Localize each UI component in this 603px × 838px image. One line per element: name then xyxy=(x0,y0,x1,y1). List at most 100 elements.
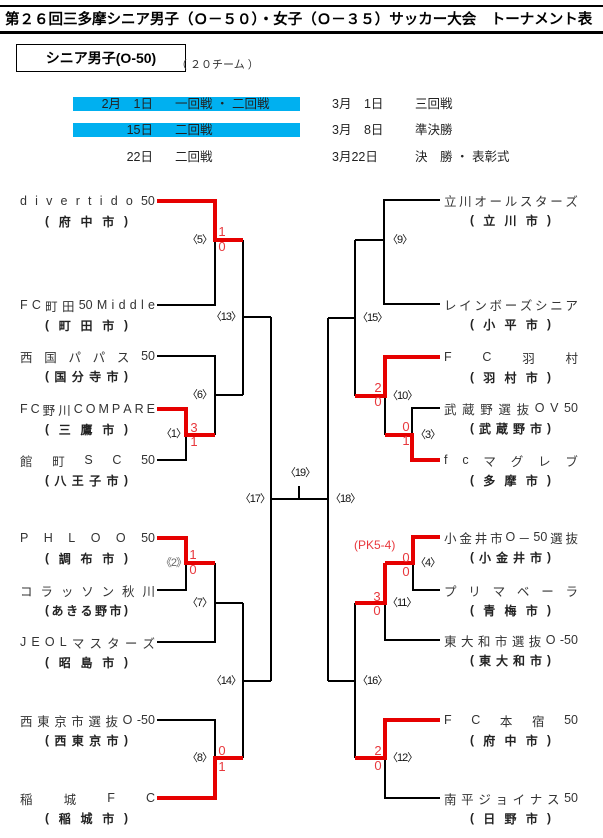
glyph: 大 xyxy=(460,634,474,649)
glyph: マ xyxy=(483,454,496,469)
glyph: ナ xyxy=(529,792,543,807)
glyph: ョ xyxy=(495,792,508,807)
glyph: 川 xyxy=(58,403,71,418)
bracket-line-m2-winner xyxy=(157,536,215,565)
match-label-8: 〈8〉 xyxy=(186,752,213,764)
glyph: 大 xyxy=(495,653,508,668)
score-m5-bottom: 0 xyxy=(218,239,226,254)
glyph: ル xyxy=(504,194,518,209)
glyph: d xyxy=(20,194,27,208)
glyph: 府 xyxy=(483,733,496,748)
glyph: 田 xyxy=(61,299,75,314)
glyph: 金 xyxy=(459,531,472,546)
glyph: 小 xyxy=(478,550,491,565)
glyph: 島 xyxy=(80,655,93,670)
glyph: タ xyxy=(107,636,120,651)
glyph: ズ xyxy=(519,298,533,313)
team-city: (八王子市) xyxy=(45,472,128,488)
score-m4-top: 0 xyxy=(402,550,410,565)
glyph: タ xyxy=(535,194,548,209)
glyph: 布 xyxy=(80,551,93,566)
glyph: O xyxy=(44,635,55,649)
glyph: パ xyxy=(92,350,106,365)
match-label-16: 〈16〉 xyxy=(357,675,388,687)
bracket-line-m11-loser xyxy=(384,603,440,641)
glyph: 50 xyxy=(141,349,155,363)
bracket-line-m13 xyxy=(242,240,271,395)
glyph: ン xyxy=(101,584,115,599)
match-label-6: 〈6〉 xyxy=(186,389,213,401)
glyph: 抜 xyxy=(105,714,118,729)
score-m1-bottom: 1 xyxy=(190,434,198,449)
schedule-highlight-bar xyxy=(73,123,300,137)
glyph: ) xyxy=(123,603,128,617)
glyph: ( xyxy=(45,551,49,565)
glyph: 市 xyxy=(102,214,115,229)
bracket-line-m1-loser xyxy=(157,435,187,461)
glyph: 50 xyxy=(533,530,548,544)
team-city: (町田市) xyxy=(45,317,128,333)
glyph: ジ xyxy=(478,792,491,807)
glyph: C xyxy=(112,453,122,467)
glyph: C xyxy=(145,791,155,805)
team-city: (あきる野市) xyxy=(45,602,128,618)
glyph: S xyxy=(84,453,93,467)
glyph: 市 xyxy=(109,603,122,618)
glyph: ( xyxy=(45,422,49,436)
glyph: 羽 xyxy=(483,370,496,385)
glyph: 摩 xyxy=(504,473,517,488)
glyph: 青 xyxy=(483,603,496,618)
bracket-line-m4-winner xyxy=(385,535,440,565)
glyph: マ xyxy=(492,584,506,599)
glyph: J xyxy=(20,635,27,649)
glyph: 選 xyxy=(550,531,563,546)
glyph: 稲 xyxy=(20,792,33,807)
glyph: H xyxy=(43,531,53,545)
match-label-17: 〈17〉 xyxy=(239,493,271,505)
match-label-3: 〈3〉 xyxy=(415,429,441,441)
glyph: ー xyxy=(489,194,503,209)
glyph: ) xyxy=(546,421,551,435)
glyph: 立 xyxy=(444,194,457,209)
bracket-line-m14 xyxy=(242,603,271,758)
bracket-line-m5-loser xyxy=(157,240,216,306)
glyph: C xyxy=(482,350,492,364)
team-city: (日野市) xyxy=(470,810,551,826)
team-city: (稲城市) xyxy=(45,810,128,826)
glyph: 京 xyxy=(89,733,102,748)
score-m11-bottom: 0 xyxy=(373,603,381,618)
glyph: 鷹 xyxy=(80,422,93,437)
glyph: L xyxy=(68,531,76,545)
glyph: 村 xyxy=(504,370,517,385)
glyph: き xyxy=(65,603,78,618)
glyph: レ xyxy=(444,298,457,313)
match-label-19-final: 〈19〉 xyxy=(284,467,316,479)
glyph: ) xyxy=(546,653,551,667)
glyph: 八 xyxy=(54,473,67,488)
glyph: 昭 xyxy=(58,655,71,670)
glyph: M xyxy=(96,298,108,312)
glyph: 川 xyxy=(142,584,155,599)
match-label-1: 〈1〉 xyxy=(160,428,187,440)
glyph: P xyxy=(20,531,29,545)
glyph: 50 xyxy=(564,713,578,727)
glyph: ( xyxy=(470,473,474,487)
glyph: M xyxy=(98,402,109,416)
glyph: 市 xyxy=(525,473,538,488)
glyph: イ xyxy=(459,298,472,313)
glyph: 市 xyxy=(490,531,503,546)
schedule-round: 準決勝 xyxy=(415,123,453,137)
team-city: (東大和市) xyxy=(470,652,551,668)
glyph: ( xyxy=(470,370,474,384)
glyph: l xyxy=(140,298,144,312)
glyph: 50 xyxy=(78,298,93,312)
glyph: コ xyxy=(20,584,33,599)
